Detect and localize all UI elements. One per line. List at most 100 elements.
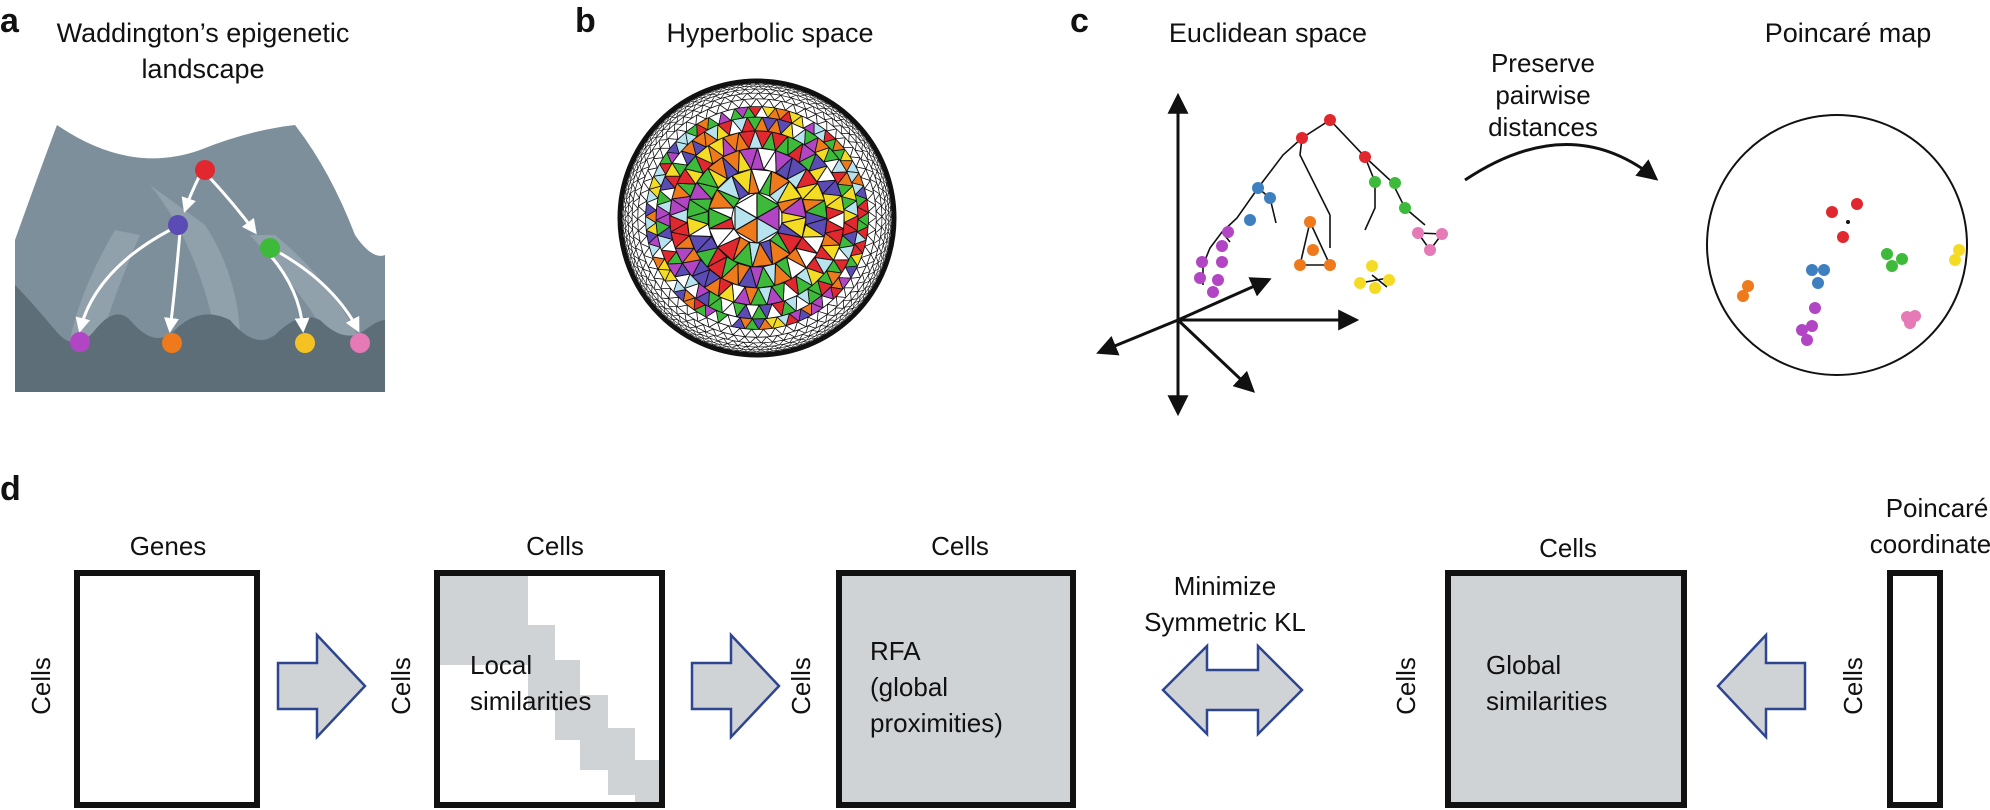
panel-d: d Genes Cells Cells Cells Local similari… [0,470,1990,808]
poincare-point-orange [1737,290,1749,302]
matrix1-top-label: Genes [130,531,207,561]
poincare-point-red [1851,198,1863,210]
arrow-label-line2: pairwise [1495,80,1590,110]
path-arrow-green-to-yellow [268,254,310,333]
path-arrow-green-to-pink [279,251,360,333]
tree-node-yellow [1366,260,1378,272]
euclidean-title: Euclidean space [1169,18,1367,48]
differentiation-paths [75,174,360,333]
orange-cluster-edges [1298,219,1332,266]
block-arrow-2 [690,631,781,741]
tree-node-purple [1216,240,1228,252]
tree-node-blue [1244,214,1256,226]
tiling-triangle [755,204,780,232]
landscape-ridge-3 [70,230,140,340]
block-arrow-3 [1716,631,1807,741]
matrix4-text1: Global [1486,650,1561,680]
matrix1-side-label: Cells [26,657,56,715]
matrix2-text2: similarities [470,686,591,716]
tiling-triangles [620,81,894,355]
axis-diag-down [1176,318,1256,393]
tree-node-red [1296,132,1308,144]
axis-diag-up [1177,277,1272,322]
local-similarity-matrix [434,570,665,808]
matrix2-side-label: Cells [386,657,416,715]
poincare-point-purple [1809,302,1821,314]
path-arrow-purple-to-magenta [75,228,171,333]
tree-node-red [1324,114,1336,126]
poincare-point-pink [1904,317,1916,329]
cell-orange [162,333,182,353]
cell-magenta [70,332,90,352]
matrix5-top-label-line2: coordinates [1870,529,1990,559]
poincare-point-red [1837,231,1849,243]
tree-node-purple [1207,286,1219,298]
tree-node-green [1389,177,1401,189]
poincare-point-purple [1796,324,1808,336]
tree-node-pink [1412,227,1424,239]
poincare-origin [1846,220,1850,224]
panel-a-title-line2: landscape [141,54,264,84]
matrix3-text3: proximities) [870,708,1003,738]
poincare-point-blue [1806,264,1818,276]
panel-c: c Euclidean space [1070,2,1968,417]
path-arrow-red-to-green [208,176,257,235]
pink-cluster-edges [1416,232,1444,252]
tree-node-yellow [1383,274,1395,286]
arrow-label-line3: distances [1488,112,1598,142]
tree-node-orange [1307,244,1319,256]
poincare-point-green [1881,248,1893,260]
path-arrow-purple-to-orange [164,231,182,333]
poincare-point-orange [1742,280,1754,292]
double-block-arrow [1161,642,1304,738]
landscape-front [15,285,385,392]
local-band [437,573,662,805]
poincare-point-red [1826,206,1838,218]
tree-node-orange [1304,216,1316,228]
tree-node-orange [1324,259,1336,271]
matrix2-top-label: Cells [526,531,584,561]
tree-node-pink [1424,244,1436,256]
panel-letter-a: a [0,2,20,40]
arrow-label-line1: Preserve [1491,48,1595,78]
cell-purple [168,215,188,235]
tree-node-green [1399,202,1411,214]
panel-letter-b: b [575,2,596,40]
matrix4-top-label: Cells [1539,533,1597,563]
poincare-point-green [1886,260,1898,272]
poincare-point-yellow [1949,254,1961,266]
tree-node-red [1359,151,1371,163]
tree-node-purple [1212,274,1224,286]
path-arrow-red-to-purple [181,174,202,213]
poincare-point-green [1896,253,1908,265]
epigenetic-landscape [15,125,385,392]
euclidean-tree [1194,114,1448,298]
tree-node-yellow [1369,282,1381,294]
matrix3-side-label: Cells [786,657,816,715]
axis-left [1096,318,1179,356]
panel-a: a Waddington’s epigenetic landscape [0,2,385,392]
landscape-ridge-2 [250,235,360,340]
matrix5-side-label: Cells [1838,657,1868,715]
poincare-points [1737,198,1965,346]
matrix4-side-label: Cells [1391,657,1421,715]
tree-node-yellow [1354,277,1366,289]
cell-yellow [295,333,315,353]
euclidean-axes [1096,92,1360,417]
matrix3-text1: RFA [870,636,921,666]
preserve-distances-arrow [1464,143,1659,182]
cell-pink [350,333,370,353]
tree-node-pink [1436,228,1448,240]
poincare-point-blue [1818,264,1830,276]
tree-node-blue [1264,192,1276,204]
minimize-label-line2: Symmetric KL [1144,607,1306,637]
tree-node-orange [1294,259,1306,271]
panel-b-title: Hyperbolic space [666,18,873,48]
tree-node-purple [1216,256,1228,268]
poincare-point-yellow [1953,244,1965,256]
panel-letter-c: c [1070,2,1089,40]
matrix5-top-label-line1: Poincaré [1886,493,1989,523]
tiling-triangle [780,216,807,239]
tree-node-blue [1252,182,1264,194]
local-matrix-border [434,570,665,808]
